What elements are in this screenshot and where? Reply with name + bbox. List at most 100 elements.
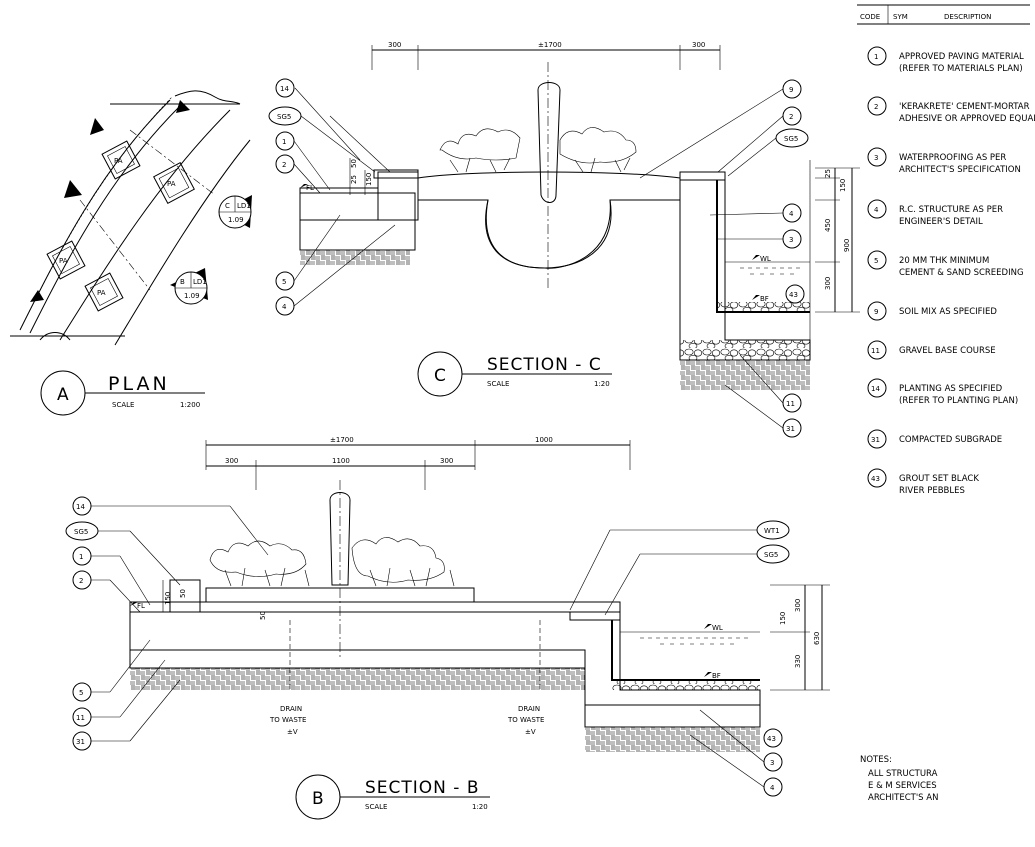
legend-text-line2: (REFER TO PLANTING PLAN) [899,396,1018,406]
legend-bubble [867,147,887,167]
legend-text-line2: CEMENT & SAND SCREEDING [899,268,1024,278]
svg-text:PA: PA [59,257,68,265]
plan-title: PLAN [108,373,170,395]
legend-bubble [867,301,887,321]
legend-bubble [867,46,887,66]
legend-text-line1: 'KERAKRETE' CEMENT-MORTAR [899,102,1030,112]
svg-text:330: 330 [794,655,802,668]
plan-label: A [57,385,69,405]
svg-text:31: 31 [786,425,795,433]
svg-text:SG5: SG5 [277,113,291,121]
section-b-scale: 1:20 [472,803,488,811]
svg-text:25: 25 [824,169,832,178]
svg-text:150: 150 [779,612,787,625]
svg-text:2: 2 [79,577,83,585]
legend-text-line1: SOIL MIX AS SPECIFIED [899,307,997,317]
legend-bubble [867,429,887,449]
plan-pa-4: PA [84,272,124,312]
svg-text:PA: PA [167,180,176,188]
svg-text:2: 2 [789,113,793,121]
svg-text:50: 50 [259,611,267,620]
legend-text-line1: 20 MM THK MINIMUM [899,256,989,266]
legend-number: 3 [874,154,878,162]
section-b: ±1700 1000 300 1100 300 [65,436,830,820]
legend-bubble [867,199,887,219]
svg-text:B: B [180,278,185,286]
legend-number: 31 [871,436,880,444]
svg-text:±1700: ±1700 [330,436,354,444]
svg-text:150: 150 [839,179,847,192]
svg-text:TO WASTE: TO WASTE [269,716,306,724]
svg-text:14: 14 [76,503,85,511]
svg-text:300: 300 [824,277,832,290]
svg-text:630: 630 [813,632,821,645]
svg-text:±V: ±V [525,728,536,736]
plan-pa-1: PA [101,140,141,180]
legend-header-code: CODE [860,13,880,21]
legend-text-line2: ENGINEER'S DETAIL [899,217,983,227]
legend-item-43: 43 GROUT SET BLACK RIVER PEBBLES [867,468,979,496]
svg-text:900: 900 [843,239,851,252]
svg-text:450: 450 [824,219,832,232]
svg-text:SG5: SG5 [784,135,798,143]
legend-bubble [867,468,887,488]
note-line: ALL STRUCTURA [868,769,938,779]
legend-item-9: 9 SOIL MIX AS SPECIFIED [867,301,997,321]
section-b-scale-label: SCALE [365,803,387,811]
legend-number: 2 [874,103,878,111]
plan-scale-label: SCALE [112,401,134,409]
legend-number: 11 [871,347,880,355]
svg-text:LD1: LD1 [193,278,207,286]
section-c-scale-label: SCALE [487,380,509,388]
svg-text:C: C [225,202,230,210]
note-line: ARCHITECT'S AN [868,793,938,803]
legend-text-line2: ADHESIVE OR APPROVED EQUAL [899,114,1035,124]
svg-text:150: 150 [365,173,373,186]
svg-text:300: 300 [388,41,401,49]
plan-callout-c: C LD1 1.09 [218,195,252,229]
plan-pa-3: PA [46,240,86,280]
svg-text:SG5: SG5 [74,528,88,536]
legend-text-line2: ARCHITECT'S SPECIFICATION [899,165,1021,175]
legend-bubble [867,250,887,270]
svg-text:1.09: 1.09 [228,216,244,224]
svg-text:43: 43 [767,735,776,743]
section-c: 300 ±1700 300 [268,41,860,438]
legend-number: 43 [871,475,880,483]
legend-number: 9 [874,308,878,316]
section-c-tags-right: 9 2 SG5 4 3 43 11 31 [639,79,809,438]
plan-callout-b: B LD1 1.09 [170,268,208,305]
svg-text:1100: 1100 [332,457,350,465]
svg-text:150: 150 [164,592,172,605]
svg-text:11: 11 [76,714,85,722]
svg-text:300: 300 [225,457,238,465]
svg-text:WL: WL [712,624,723,632]
svg-text:TO WASTE: TO WASTE [507,716,544,724]
section-b-title-block: B SECTION - B SCALE 1:20 [295,774,490,820]
svg-text:BF: BF [712,672,721,680]
svg-text:DRAIN: DRAIN [518,705,540,713]
svg-text:300: 300 [440,457,453,465]
legend-text-line1: R.C. STRUCTURE AS PER [899,205,1003,215]
svg-text:5: 5 [282,278,286,286]
section-c-tags-left: 14 SG5 1 2 5 4 [268,78,396,316]
legend-text-line1: GRAVEL BASE COURSE [899,346,996,356]
legend-item-11: 11 GRAVEL BASE COURSE [867,340,996,360]
legend-item-2: 2 'KERAKRETE' CEMENT-MORTAR ADHESIVE OR AP… [867,96,1035,124]
legend-text-line1: GROUT SET BLACK [899,474,979,484]
svg-text:±1700: ±1700 [538,41,562,49]
svg-text:WL: WL [760,255,771,263]
section-b-tags-left: 14 SG5 1 2 5 11 31 [65,496,269,751]
svg-text:±V: ±V [287,728,298,736]
svg-text:25: 25 [350,175,358,184]
legend-number: 14 [871,385,880,393]
legend-text-line2: RIVER PEBBLES [899,486,965,496]
plan-title-block: A PLAN SCALE 1:200 [40,370,205,416]
